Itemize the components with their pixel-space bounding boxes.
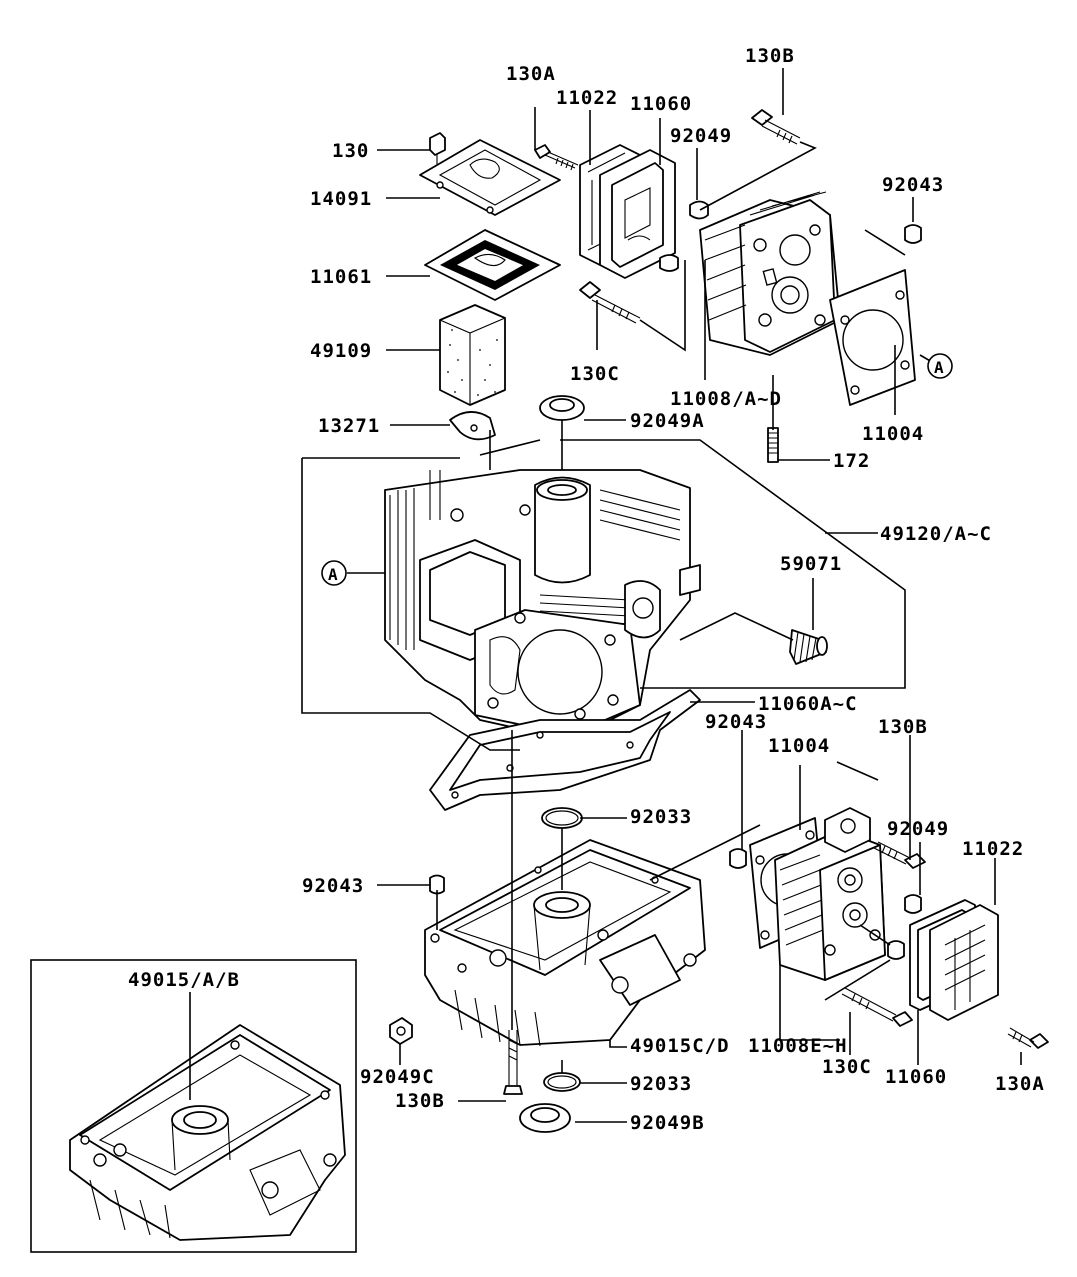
label-11008-AD: 11008/A~D	[670, 388, 782, 410]
air-filter-element-49109	[439, 304, 506, 406]
base-gasket-11060AC	[429, 689, 701, 811]
inset-frame	[30, 959, 357, 1253]
dowel-92043-mid	[729, 848, 747, 869]
bolt-130C-top	[579, 281, 641, 324]
label-172: 172	[833, 450, 870, 472]
bolt-130C-bottom	[841, 987, 913, 1027]
label-14091: 14091	[310, 188, 372, 210]
dowel-92049-mid-lower	[887, 940, 905, 960]
crankcase-inset-drawing	[69, 992, 346, 1241]
crankcase-cover-49015CD	[424, 839, 706, 1047]
ref-circle-A-left: A	[321, 560, 347, 586]
valve-cover-gasket-11060-top	[599, 149, 676, 279]
label-92043-mid: 92043	[705, 711, 767, 733]
dowel-92043-left	[429, 874, 445, 895]
label-49109: 49109	[310, 340, 372, 362]
label-11008-EH: 11008E~H	[748, 1035, 848, 1057]
label-11004-top: 11004	[862, 423, 924, 445]
label-130A-top: 130A	[506, 63, 556, 85]
label-49015AB: 49015/A/B	[128, 969, 240, 991]
label-11060AC: 11060A~C	[758, 693, 858, 715]
cylinder-head-11008EH-bottom	[774, 807, 886, 981]
label-92033-top: 92033	[630, 806, 692, 828]
label-11060-top: 11060	[630, 93, 692, 115]
label-130B-bottom: 130B	[395, 1090, 445, 1112]
label-130A-bottom: 130A	[995, 1073, 1045, 1095]
leader-lines	[301, 68, 1022, 1123]
dowel-92049-second	[659, 254, 679, 272]
o-ring-92033-top	[541, 807, 583, 829]
label-130C-bottom: 130C	[822, 1056, 872, 1078]
label-11004-mid: 11004	[768, 735, 830, 757]
stud-172	[767, 427, 779, 463]
label-92049-mid: 92049	[887, 818, 949, 840]
label-11022-bottom: 11022	[962, 838, 1024, 860]
label-92043-left: 92043	[302, 875, 364, 897]
label-92049B: 92049B	[630, 1112, 705, 1134]
label-130: 130	[332, 140, 369, 162]
breather-cover-14091	[419, 139, 561, 216]
label-92049-top: 92049	[670, 125, 732, 147]
dowel-92043-top	[904, 224, 922, 244]
breather-tube-59071	[789, 629, 828, 665]
valve-cover-11022-bottom	[929, 904, 999, 1021]
label-92043-top: 92043	[882, 174, 944, 196]
svg-text:A: A	[328, 565, 339, 584]
label-92049A: 92049A	[630, 410, 705, 432]
label-49120: 49120/A~C	[880, 523, 992, 545]
label-49015CD: 49015C/D	[630, 1035, 730, 1057]
svg-text:A: A	[934, 358, 945, 377]
label-59071: 59071	[780, 553, 842, 575]
breather-gasket-11061	[424, 229, 561, 301]
label-92033-bottom: 92033	[630, 1073, 692, 1095]
label-130C-top: 130C	[570, 363, 620, 385]
oil-seal-92049A	[539, 395, 585, 421]
bolt-130A-top	[534, 144, 579, 171]
cylinder-head-11008-top	[699, 191, 841, 356]
label-11061: 11061	[310, 266, 372, 288]
dowel-92049-top	[689, 200, 709, 220]
head-gasket-11004-top	[829, 269, 916, 406]
bolt-130B-bottom	[503, 1030, 523, 1095]
ref-circle-A-right: A	[927, 353, 953, 379]
bolt-130B-top	[751, 109, 801, 145]
screw-130	[429, 132, 446, 165]
label-92049C: 92049C	[360, 1066, 435, 1088]
label-130B-mid: 130B	[878, 716, 928, 738]
o-ring-92033-bottom	[543, 1072, 581, 1092]
oil-seal-92049C	[389, 1017, 413, 1045]
label-13271: 13271	[318, 415, 380, 437]
label-11060-bottom: 11060	[885, 1066, 947, 1088]
oil-seal-92049B	[519, 1103, 571, 1133]
dowel-92049-mid-upper	[904, 894, 922, 914]
label-130B-top: 130B	[745, 45, 795, 67]
crankcase-block-49120	[384, 469, 701, 741]
bolt-130A-bottom	[1007, 1027, 1049, 1049]
label-11022-top: 11022	[556, 87, 618, 109]
washer-13271	[449, 411, 496, 441]
